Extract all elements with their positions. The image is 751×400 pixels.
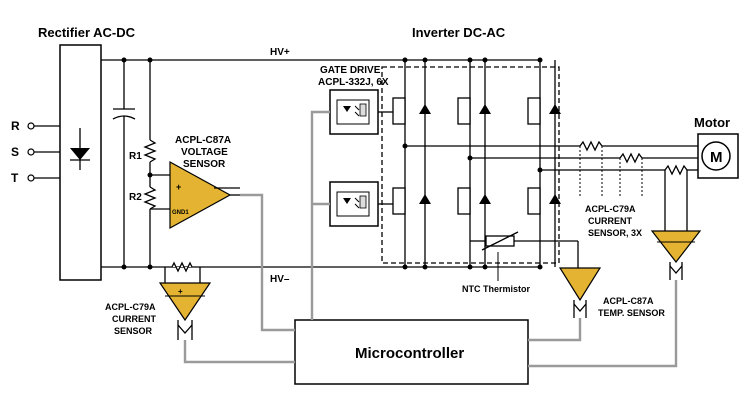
temp-sensor-label-2: TEMP. SENSOR (598, 308, 665, 318)
inverter-title: Inverter DC-AC (412, 25, 506, 40)
motor-current-sensor: ACPL-C79A CURRENT SENSOR, 3X (585, 204, 702, 280)
resistor-label-r1: R1 (129, 151, 142, 162)
current-sensor-motor-label-3: SENSOR, 3X (588, 228, 642, 238)
voltage-sensor-label-2: VOLTAGE (181, 147, 228, 158)
gate-drive-wiring (378, 111, 393, 205)
ntc-thermistor: NTC Thermistor (462, 231, 578, 294)
temp-sensor-label-1: ACPL-C87A (603, 296, 654, 306)
gate-drive-label-1: GATE DRIVE (320, 65, 381, 76)
current-sensor-motor-label-1: ACPL-C79A (585, 204, 636, 214)
input-label-s: S (11, 145, 19, 159)
voltage-sensor-label-3: SENSOR (183, 159, 226, 170)
current-sensor-bottom-label-2: CURRENT (112, 314, 157, 324)
voltage-sensor: GND1 + ACPL-C87A VOLTAGE SENSOR (169, 135, 240, 230)
svg-text:+: + (176, 182, 181, 192)
inverter-bridge (381, 57, 580, 270)
current-sensor-bottom-label-1: ACPL-C79A (105, 302, 156, 312)
svg-text:+: + (178, 287, 183, 296)
sensor-pin-text: GND1 (172, 210, 189, 216)
rectifier-block (59, 44, 102, 281)
resistor-label-r2: R2 (129, 192, 142, 203)
input-label-t: T (11, 171, 19, 185)
microcontroller-block: Microcontroller (294, 319, 529, 385)
current-sensor-bottom-label-3: SENSOR (114, 326, 153, 336)
rail-negative-label: HV– (270, 274, 290, 285)
temp-sensor: ACPL-C87A TEMP. SENSOR (558, 241, 665, 318)
bottom-current-sensor: + ACPL-C79A CURRENT SENSOR (105, 261, 212, 340)
motor-phase-shunts (579, 140, 698, 231)
ac-inputs: R S T (11, 119, 60, 185)
input-label-r: R (11, 119, 20, 133)
current-sensor-motor-label-2: CURRENT (588, 216, 633, 226)
motor: M (697, 133, 739, 179)
gate-drive-label-2: ACPL-332J, 6X (318, 77, 389, 88)
motor-symbol: M (710, 149, 723, 166)
rail-positive-label: HV+ (270, 47, 290, 58)
voltage-sensor-label-1: ACPL-C87A (175, 135, 231, 146)
microcontroller-label: Microcontroller (355, 345, 464, 362)
gate-driver-bottom (329, 181, 379, 227)
motor-title: Motor (694, 115, 730, 130)
gate-driver-top (329, 89, 379, 135)
signal-wires (183, 110, 678, 368)
rectifier-title: Rectifier AC-DC (38, 25, 136, 40)
dc-link-capacitor (112, 57, 136, 270)
voltage-divider: R1 R2 (129, 57, 170, 270)
thermistor-label: NTC Thermistor (462, 284, 531, 294)
